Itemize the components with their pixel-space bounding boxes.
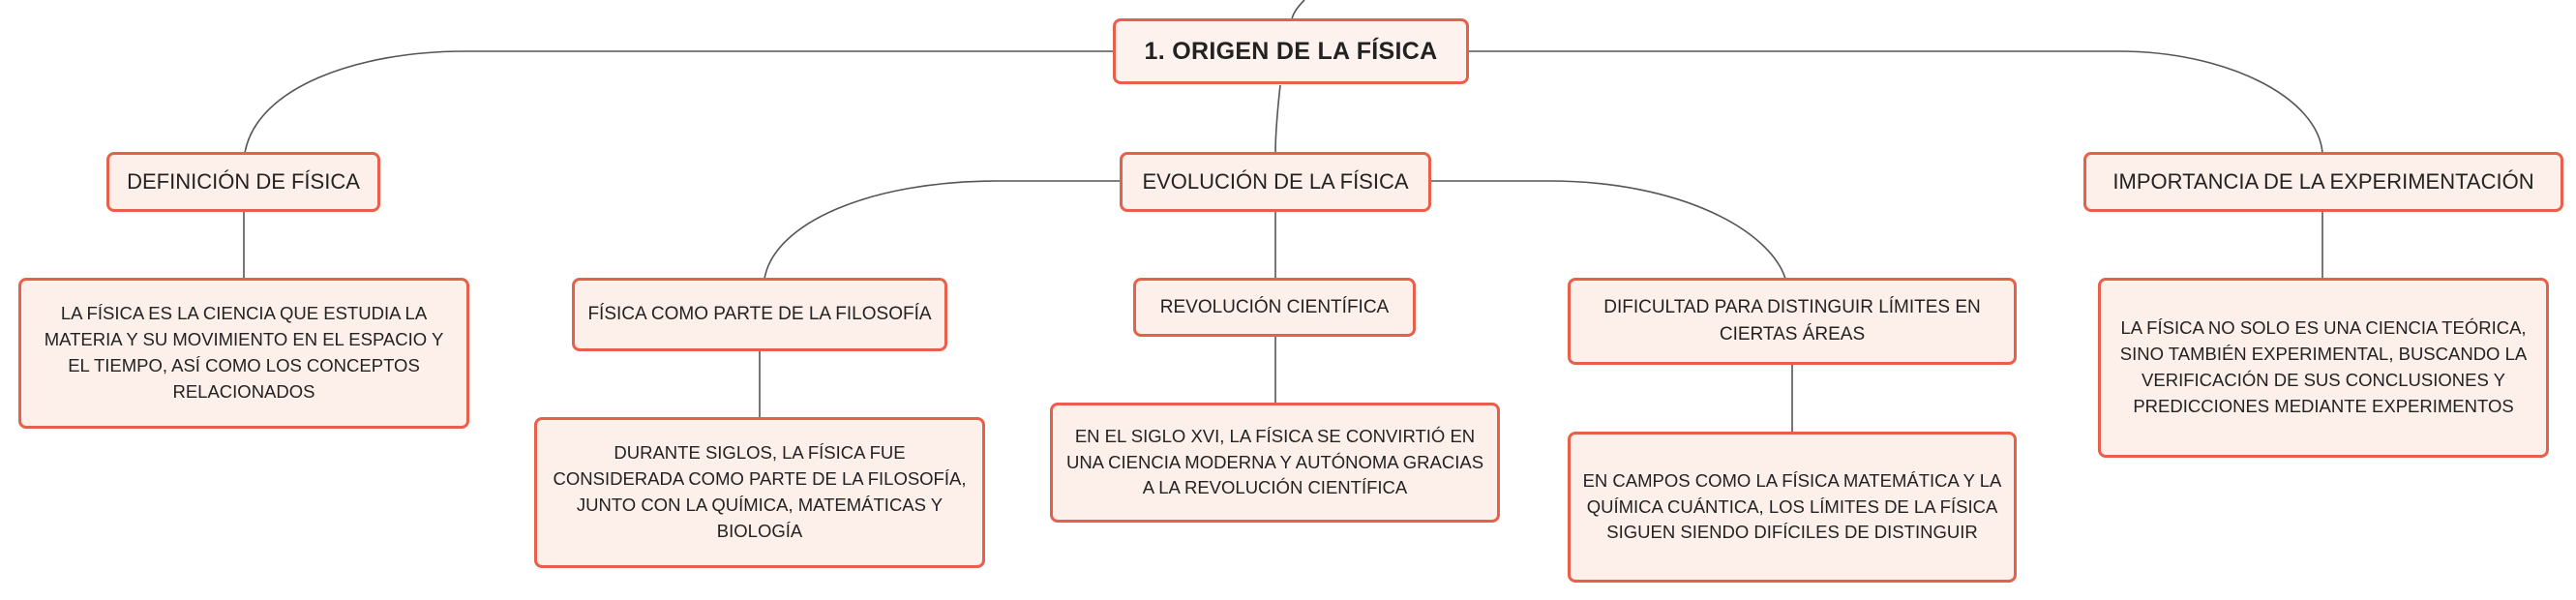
subtopic-dificultad-desc-text: EN CAMPOS COMO LA FÍSICA MATEMÁTICA Y LA… — [1582, 469, 2002, 543]
topic-evolucion[interactable]: EVOLUCIÓN DE LA FÍSICA — [1120, 152, 1431, 212]
connector-root-evolucion — [1274, 84, 1281, 154]
subtopic-revolucion[interactable]: REVOLUCIÓN CIENTÍFICA — [1133, 278, 1416, 337]
root-topic-label: 1. ORIGEN DE LA FÍSICA — [1144, 37, 1438, 65]
topic-definicion-desc[interactable]: LA FÍSICA ES LA CIENCIA QUE ESTUDIA LA M… — [18, 278, 469, 429]
connector-root-importancia — [1469, 50, 2323, 154]
topic-definicion[interactable]: DEFINICIÓN DE FÍSICA — [106, 152, 380, 212]
topic-definicion-label: DEFINICIÓN DE FÍSICA — [127, 169, 360, 195]
subtopic-revolucion-desc[interactable]: EN EL SIGLO XVI, LA FÍSICA SE CONVIRTIÓ … — [1050, 403, 1500, 523]
subtopic-revolucion-desc-text: EN EL SIGLO XVI, LA FÍSICA SE CONVIRTIÓ … — [1065, 425, 1484, 498]
subtopic-filosofia-desc[interactable]: DURANTE SIGLOS, LA FÍSICA FUE CONSIDERAD… — [534, 417, 985, 568]
subtopic-revolucion-label: REVOLUCIÓN CIENTÍFICA — [1159, 296, 1390, 317]
topic-importancia-desc[interactable]: LA FÍSICA NO SOLO ES UNA CIENCIA TEÓRICA… — [2098, 278, 2549, 458]
subtopic-filosofia-desc-text: DURANTE SIGLOS, LA FÍSICA FUE CONSIDERAD… — [553, 442, 967, 541]
topic-importancia[interactable]: IMPORTANCIA DE LA EXPERIMENTACIÓN — [2083, 152, 2563, 212]
topic-importancia-desc-text: LA FÍSICA NO SOLO ES UNA CIENCIA TEÓRICA… — [2119, 317, 2528, 416]
subtopic-dificultad-label: DIFICULTAD PARA DISTINGUIR LÍMITES EN CI… — [1603, 297, 1981, 345]
connector-root-definicion — [244, 50, 1116, 154]
connector-root-incoming — [1291, 0, 1305, 20]
topic-evolucion-label: EVOLUCIÓN DE LA FÍSICA — [1142, 169, 1409, 195]
topic-definicion-desc-text: LA FÍSICA ES LA CIENCIA QUE ESTUDIA LA M… — [44, 303, 444, 402]
subtopic-dificultad[interactable]: DIFICULTAD PARA DISTINGUIR LÍMITES EN CI… — [1568, 278, 2017, 365]
connector-evolucion-filosofia — [764, 180, 1121, 280]
root-topic[interactable]: 1. ORIGEN DE LA FÍSICA — [1113, 18, 1469, 84]
subtopic-filosofia-label: FÍSICA COMO PARTE DE LA FILOSOFÍA — [587, 304, 932, 325]
subtopic-dificultad-desc[interactable]: EN CAMPOS COMO LA FÍSICA MATEMÁTICA Y LA… — [1568, 432, 2017, 583]
connector-evolucion-dificultad — [1430, 180, 1786, 280]
topic-importancia-label: IMPORTANCIA DE LA EXPERIMENTACIÓN — [2112, 169, 2534, 195]
subtopic-filosofia[interactable]: FÍSICA COMO PARTE DE LA FILOSOFÍA — [572, 278, 947, 351]
